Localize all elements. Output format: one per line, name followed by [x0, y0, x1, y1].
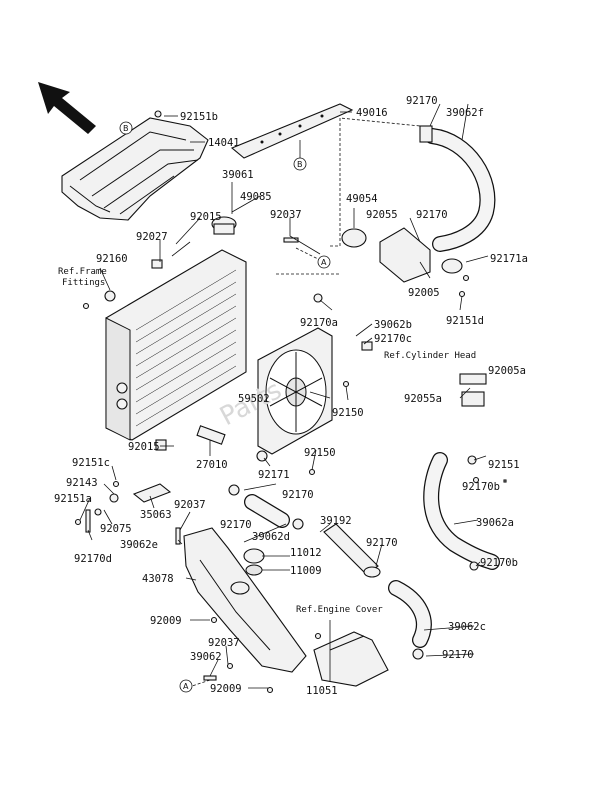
callout-a-top-letter: A: [321, 258, 327, 267]
part-label-59502: 59502: [238, 393, 270, 405]
coolant-hoses: [244, 128, 500, 648]
part-label-92151: 92151: [488, 459, 520, 471]
part-label-92015-mid: 92015: [128, 441, 160, 453]
part-label-39062: 39062: [190, 651, 222, 663]
part-label-27010: 27010: [196, 459, 228, 471]
part-label-11009: 11009: [290, 565, 322, 577]
reservoir-cap: [243, 548, 265, 576]
part-label-92170-mid: 92170: [282, 489, 314, 501]
part-label-92055a: 92055a: [404, 393, 442, 405]
part-label-92151c: 92151c: [72, 457, 110, 469]
part-label-92170a: 92170a: [300, 317, 338, 329]
part-label-92170b: 92170b: [462, 481, 500, 493]
part-label-92170-bot: 92170: [442, 649, 474, 661]
callout-a-bottom: A: [179, 679, 193, 693]
cooling-fan: [257, 327, 333, 455]
part-label-92037-top: 92037: [270, 209, 302, 221]
part-label-92170-low: 92170: [220, 519, 252, 531]
part-label-92005: 92005: [408, 287, 440, 299]
ref-cylinder-head-label: Ref.Cylinder Head: [384, 351, 476, 361]
part-label-43078: 43078: [142, 573, 174, 585]
callout-b-strip-letter: B: [297, 160, 303, 169]
part-label-92160: 92160: [96, 253, 128, 265]
engine-cover-bracket: [313, 631, 389, 687]
part-label-11012: 11012: [290, 547, 322, 559]
part-label-92015-top: 92015: [190, 211, 222, 223]
reservoir-tank: [183, 527, 307, 673]
radiator-cap: [211, 216, 237, 235]
callout-a-top: A: [317, 255, 331, 269]
part-label-39062d: 39062d: [252, 531, 290, 543]
part-label-92170d: 92170d: [74, 553, 112, 565]
ref-engine-cover-label: Ref.Engine Cover: [296, 605, 383, 615]
part-label-39062a: 39062a: [476, 517, 514, 529]
radiator: [105, 249, 247, 441]
part-label-92151d: 92151d: [446, 315, 484, 327]
part-label-39062c: 39062c: [448, 621, 486, 633]
part-label-49054: 49054: [346, 193, 378, 205]
callout-b-strip: B: [293, 157, 307, 171]
bracket: [132, 483, 172, 503]
ref-frame-fittings-label-line2: Fittings: [62, 278, 105, 288]
part-label-39061: 39061: [222, 169, 254, 181]
part-label-92009-b: 92009: [210, 683, 242, 695]
coolant-pipe: [323, 523, 381, 578]
part-label-92170-top: 92170: [406, 95, 438, 107]
part-label-92150-b: 92150: [304, 447, 336, 459]
part-label-92037-low: 92037: [208, 637, 240, 649]
part-label-92055: 92055: [366, 209, 398, 221]
part-label-92171a: 92171a: [490, 253, 528, 265]
fan-switch: [196, 425, 226, 445]
part-label-92009-a: 92009: [150, 615, 182, 627]
callout-b-top-letter: B: [123, 124, 129, 133]
part-label-92151b: 92151b: [180, 111, 218, 123]
ref-frame-fittings-label-line1: Ref.Frame: [58, 267, 107, 277]
part-label-39062f: 39062f: [446, 107, 484, 119]
radiator-heat-shield: [61, 117, 209, 221]
thermostat-housing: [341, 227, 463, 283]
callout-a-bottom-letter: A: [183, 682, 189, 691]
leader-lines: [79, 103, 489, 689]
part-label-39062b: 39062b: [374, 319, 412, 331]
part-label-92143: 92143: [66, 477, 98, 489]
part-label-11051: 11051: [306, 685, 338, 697]
part-label-92170-low2: 92170: [366, 537, 398, 549]
part-label-39192: 39192: [320, 515, 352, 527]
part-label-92150-a: 92150: [332, 407, 364, 419]
part-label-39062e: 39062e: [120, 539, 158, 551]
part-label-92037-mid: 92037: [174, 499, 206, 511]
top-seal-strip: [230, 103, 354, 159]
part-label-92170e: 92170b: [480, 557, 518, 569]
part-label-92075: 92075: [100, 523, 132, 535]
part-label-92170c: 92170c: [374, 333, 412, 345]
front-direction-arrow-icon: [38, 82, 96, 134]
part-label-35063: 35063: [140, 509, 172, 521]
part-label-49016: 49016: [356, 107, 388, 119]
part-label-14041: 14041: [208, 137, 240, 149]
part-label-92005a: 92005a: [488, 365, 526, 377]
part-label-92027: 92027: [136, 231, 168, 243]
part-label-92171: 92171: [258, 469, 290, 481]
part-label-49085: 49085: [240, 191, 272, 203]
callout-b-top: B: [119, 121, 133, 135]
small-hardware: [74, 110, 507, 694]
part-label-92170-cap: 92170: [416, 209, 448, 221]
part-label-92151a: 92151a: [54, 493, 92, 505]
